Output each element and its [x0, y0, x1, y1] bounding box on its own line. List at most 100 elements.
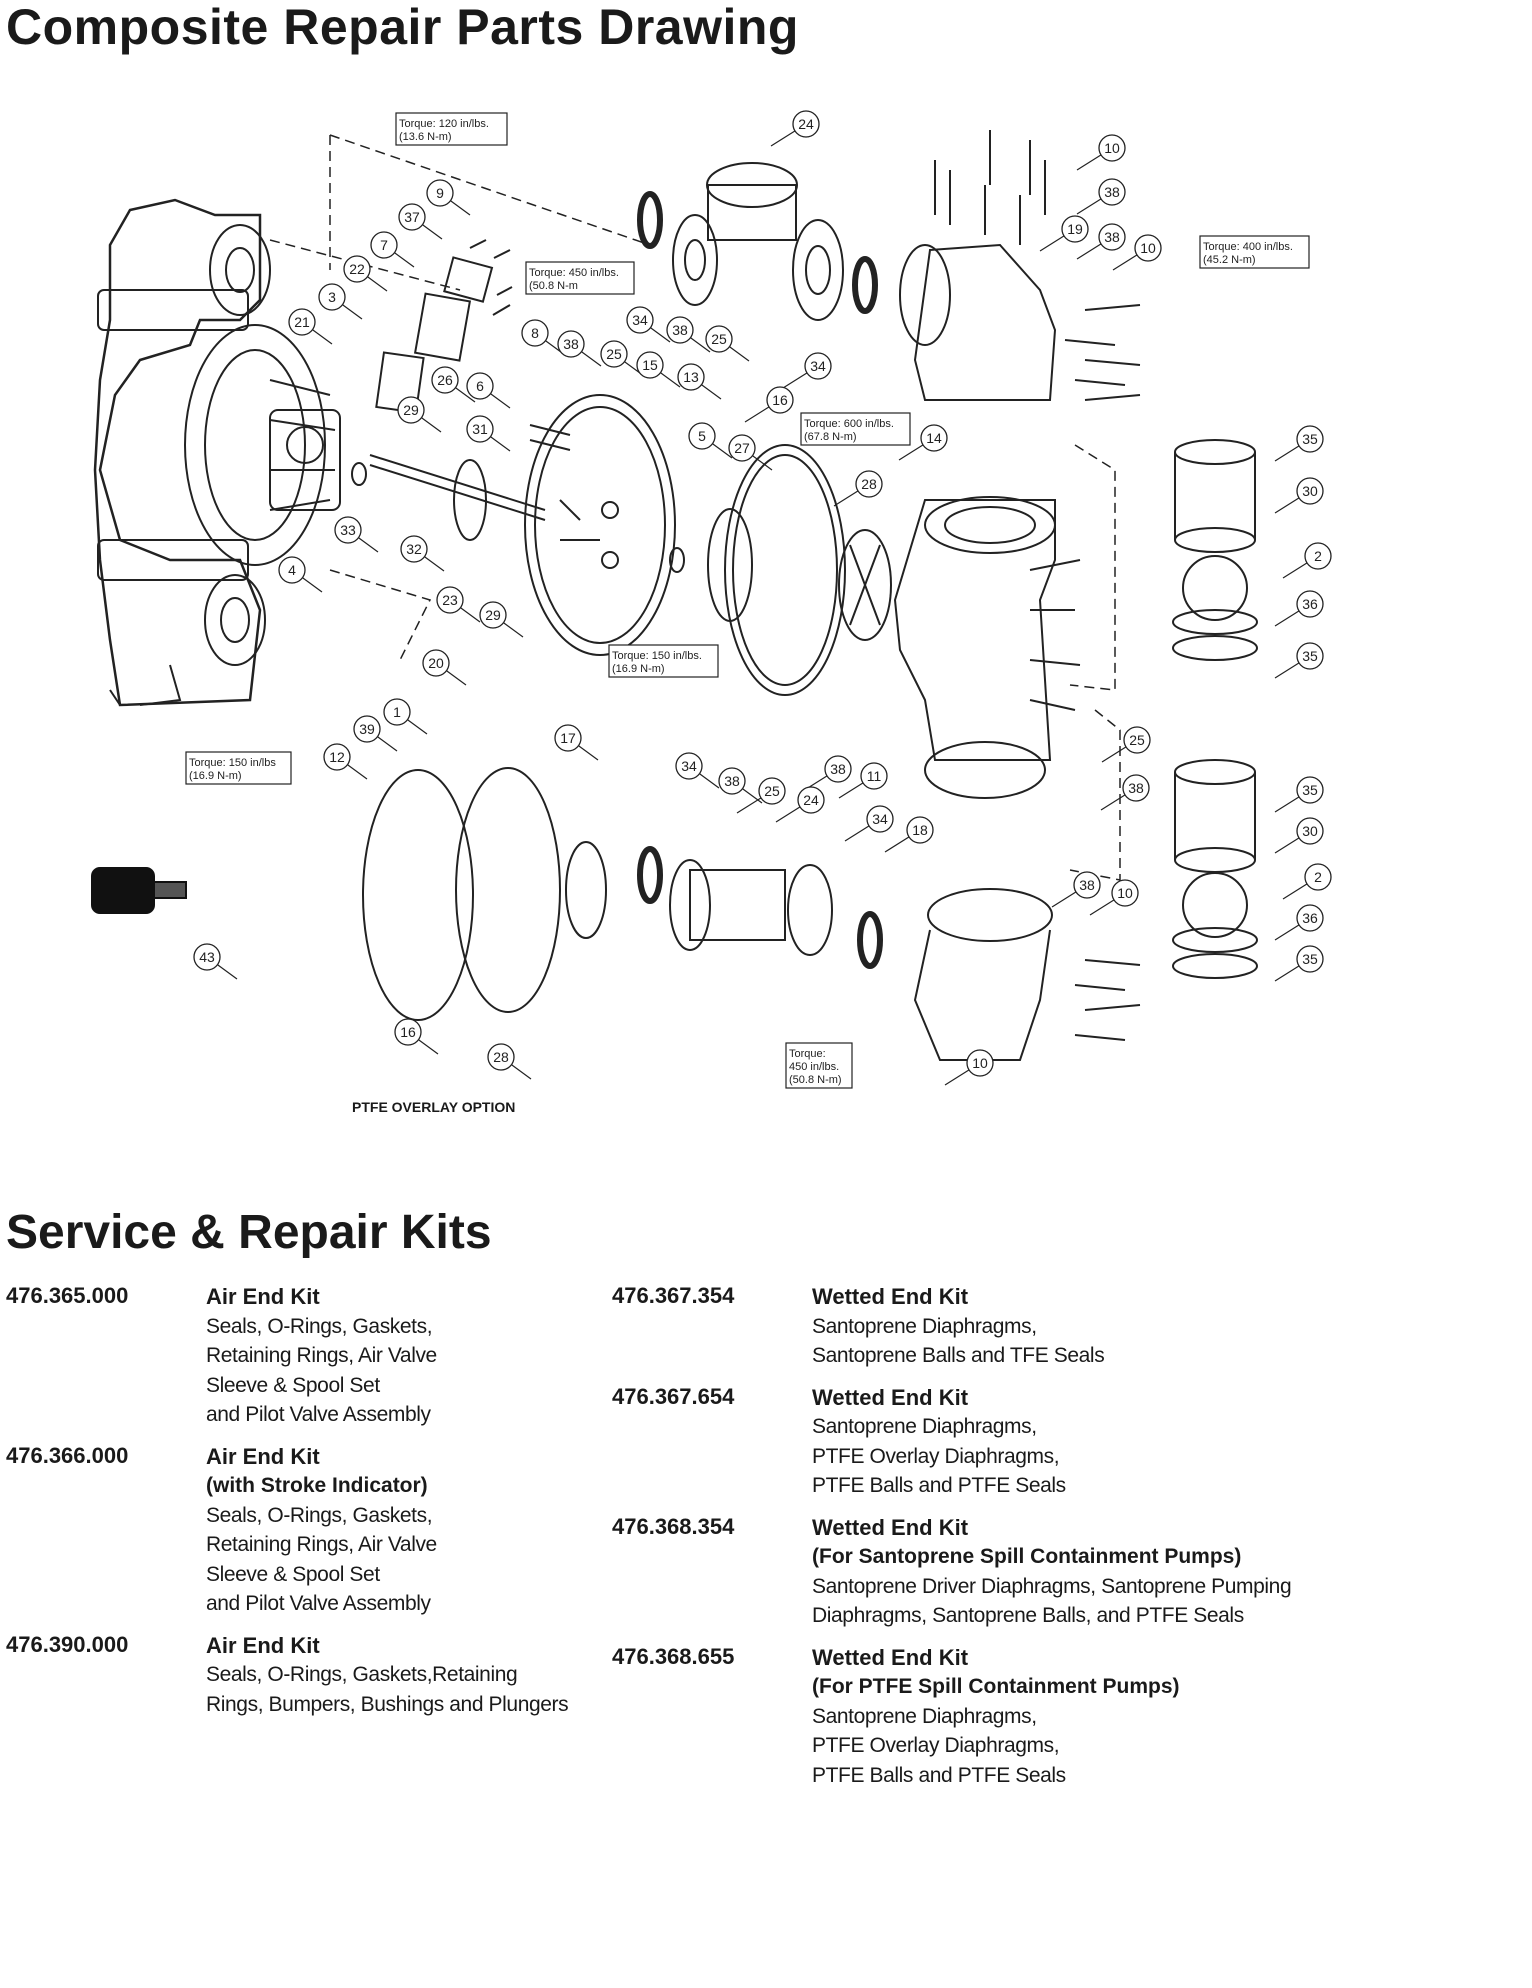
callout-2: 2	[1304, 863, 1332, 891]
callout-circle	[422, 649, 450, 677]
elbow-bottom-right	[913, 888, 1141, 1061]
ptfe-overlay-option-parts	[362, 767, 607, 1021]
callout-3: 3	[318, 283, 346, 311]
callout-circle	[1073, 871, 1101, 899]
torque-note-box	[525, 261, 635, 295]
diaphragm	[724, 444, 846, 696]
callout-25: 25	[1123, 726, 1151, 754]
callout-19: 19	[1061, 215, 1089, 243]
callout-34: 34	[804, 352, 832, 380]
callout-number: 22	[349, 261, 365, 277]
callout-circle	[855, 470, 883, 498]
kit-subtitle: (For PTFE Spill Containment Pumps)	[812, 1675, 1180, 1698]
callout-number: 3	[328, 289, 336, 305]
callout-number: 19	[1067, 221, 1083, 237]
callout-31: 31	[466, 415, 494, 443]
torque-note-text: Torque: 120 in/lbs.	[399, 118, 489, 130]
callout-circle	[370, 231, 398, 259]
callout-number: 25	[711, 331, 727, 347]
kit-name: Air End Kit	[206, 1284, 320, 1309]
callout-circle	[1296, 904, 1324, 932]
callout-number: 35	[1302, 431, 1318, 447]
callout-6: 6	[466, 372, 494, 400]
callout-number: 37	[404, 209, 420, 225]
kit-part-number: 476.390.000	[6, 1631, 129, 1657]
callout-number: 36	[1302, 910, 1318, 926]
callout-circle	[636, 351, 664, 379]
air-chamber-housing	[524, 394, 676, 656]
callout-circle	[797, 786, 825, 814]
callout-number: 25	[1129, 732, 1145, 748]
callout-circle	[1296, 776, 1324, 804]
callout-circle	[920, 424, 948, 452]
callout-number: 35	[1302, 951, 1318, 967]
callout-number: 24	[803, 792, 819, 808]
pump-assembly-left	[93, 198, 341, 707]
callout-32: 32	[400, 535, 428, 563]
callout-24: 24	[792, 110, 820, 138]
callout-24: 24	[797, 786, 825, 814]
callout-circle	[343, 255, 371, 283]
callout-38: 38	[718, 767, 746, 795]
kit-name: Air End Kit	[206, 1443, 320, 1469]
callout-circle	[677, 363, 705, 391]
callout-34: 34	[675, 752, 703, 780]
callout-number: 8	[531, 325, 539, 341]
callout-circle	[966, 1049, 994, 1077]
callout-circle	[334, 516, 362, 544]
kit-contents-line: PTFE Balls and PTFE Seals	[812, 1474, 1066, 1497]
check-valve-upper	[1172, 439, 1258, 661]
callout-33: 33	[334, 516, 362, 544]
callout-18: 18	[906, 816, 934, 844]
callout-number: 7	[380, 237, 388, 253]
torque-note-text: Torque: 150 in/lbs.	[612, 650, 702, 662]
callout-26: 26	[431, 366, 459, 394]
callout-circle	[397, 396, 425, 424]
kit-contents-line: and Pilot Valve Assembly	[206, 1403, 431, 1426]
callout-number: 18	[912, 822, 928, 838]
callout-38: 38	[1122, 774, 1150, 802]
callout-38: 38	[1073, 871, 1101, 899]
callout-number: 21	[294, 314, 310, 330]
callout-circle	[1296, 817, 1324, 845]
kit-contents-line: PTFE Overlay Diaphragms,	[812, 1444, 1060, 1468]
kit-contents-line: PTFE Balls and PTFE Seals	[812, 1763, 1066, 1787]
callout-22: 22	[343, 255, 371, 283]
kit-contents-line: Retaining Rings, Air Valve	[206, 1344, 437, 1367]
callout-number: 38	[1079, 877, 1095, 893]
callout-number: 23	[442, 592, 458, 608]
callout-12: 12	[323, 743, 351, 771]
callout-number: 11	[867, 768, 882, 784]
torque-note-text: Torque: 150 in/lbs	[189, 757, 276, 769]
kit-contents-line: Santoprene Diaphragms,	[812, 1415, 1037, 1438]
callout-25: 25	[600, 340, 628, 368]
callout-28: 28	[487, 1043, 515, 1071]
torque-note: Torque: 120 in/lbs.(13.6 N-m)	[395, 112, 508, 146]
callout-38: 38	[1098, 223, 1126, 251]
callout-2: 2	[1304, 542, 1332, 570]
kit-subtitle: (with Stroke Indicator)	[206, 1474, 428, 1497]
callout-circle	[860, 762, 888, 790]
liquid-chamber-right	[893, 496, 1081, 799]
kit-part-number: 476.367.354	[612, 1283, 735, 1308]
callout-number: 6	[476, 378, 484, 394]
kit-part-number: 476.368.354	[612, 1513, 735, 1539]
kit-part-number: 476.365.000	[6, 1283, 129, 1308]
callout-number: 38	[563, 336, 579, 352]
callout-9: 9	[426, 179, 454, 207]
kit-name: Wetted End Kit	[812, 1514, 969, 1540]
callout-number: 9	[436, 185, 444, 201]
callout-circle	[1098, 223, 1126, 251]
bolts-top-right	[934, 130, 1141, 401]
callout-number: 13	[683, 369, 699, 385]
callout-circle	[193, 943, 221, 971]
callout-circle	[766, 386, 794, 414]
torque-note-text: (16.9 N-m)	[612, 663, 665, 675]
callout-circle	[1122, 774, 1150, 802]
muffler	[91, 867, 187, 914]
